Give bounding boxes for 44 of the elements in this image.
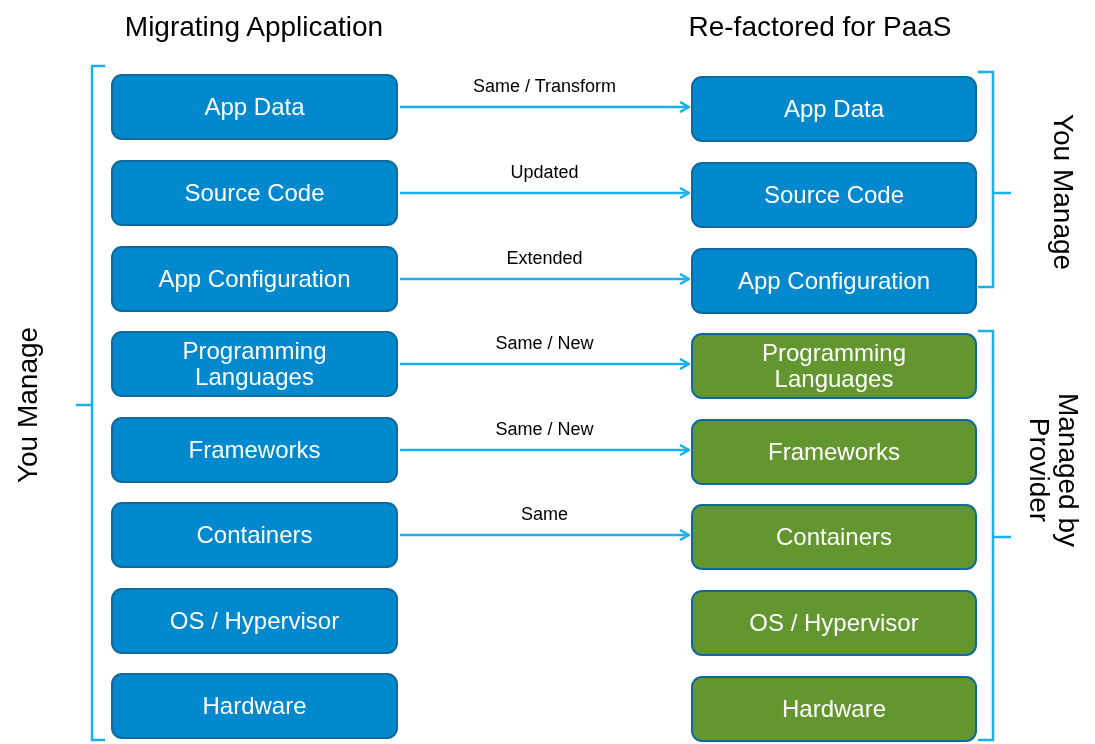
box-label: App Configuration: [736, 267, 932, 295]
process-box: [691, 676, 977, 742]
arrow: [400, 100, 691, 114]
box-label: OS / Hypervisor: [748, 609, 920, 637]
box-label: Frameworks: [767, 438, 901, 466]
process-box: [691, 248, 977, 314]
process-box: [111, 417, 398, 483]
process-box: [111, 673, 398, 739]
side-label: You Manage: [13, 326, 43, 484]
box-label: Containers: [774, 523, 894, 551]
box-label: Hardware: [201, 692, 308, 720]
box-label: Containers: [195, 521, 314, 549]
box-label: Programming Languages: [760, 339, 907, 393]
process-box: [691, 504, 977, 570]
process-box: [691, 419, 977, 485]
box-label: Source Code: [762, 181, 906, 209]
box-label: Source Code: [183, 179, 326, 207]
side-label: Managed by Provider: [1024, 391, 1084, 550]
arrow: [400, 186, 691, 200]
arrow: [400, 528, 691, 542]
process-box: [691, 333, 977, 399]
arrow: [400, 357, 691, 371]
process-box: [691, 162, 977, 228]
box-label: OS / Hypervisor: [168, 607, 341, 635]
arrow: [400, 272, 691, 286]
box-label: App Configuration: [157, 265, 352, 293]
box-label: App Data: [203, 93, 306, 121]
process-box: [111, 588, 398, 654]
process-box: [111, 74, 398, 140]
process-box: [691, 76, 977, 142]
process-box: [111, 331, 398, 397]
process-box: [691, 590, 977, 656]
arrow: [400, 443, 691, 457]
column-title: Migrating Application: [124, 12, 384, 42]
edge-label: Updated: [508, 162, 581, 183]
box-label: App Data: [782, 95, 886, 123]
process-box: [111, 160, 398, 226]
process-box: [111, 502, 398, 568]
box-label: Programming Languages: [181, 337, 328, 391]
side-label: You Manage: [1048, 113, 1078, 271]
column-title: Re-factored for PaaS: [688, 12, 952, 42]
box-label: Frameworks: [187, 436, 322, 464]
box-label: Hardware: [780, 695, 887, 723]
process-box: [111, 246, 398, 312]
